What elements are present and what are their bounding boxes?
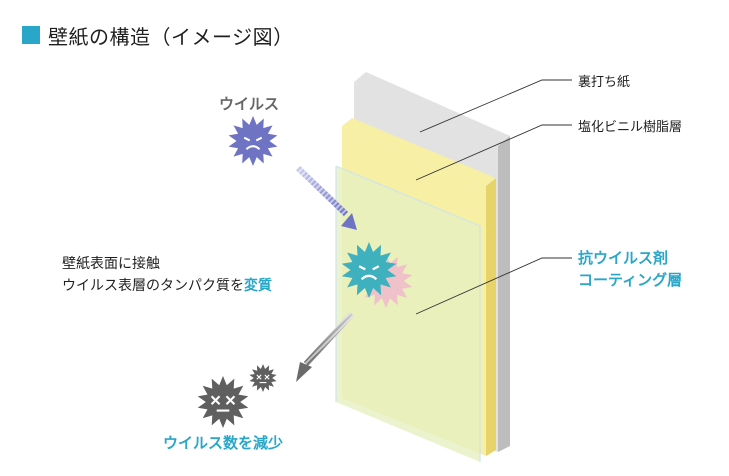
title-text: 壁紙の構造（イメージ図） (48, 24, 294, 49)
label-contact-emphasis: 変質 (244, 278, 272, 294)
virus-teal-icon (341, 242, 397, 298)
leader-backing (419, 79, 572, 133)
label-reduction: ウイルス数を減少 (163, 434, 284, 452)
label-coating-line2: コーティング層 (578, 271, 683, 289)
label-virus: ウイルス (219, 95, 280, 113)
incoming-arrow (295, 165, 357, 230)
label-pvc-layer: 塩化ビニル樹脂層 (578, 120, 683, 135)
outgoing-arrowhead-icon (296, 362, 312, 382)
title-square-icon (22, 26, 40, 44)
leader-lines (415, 79, 572, 315)
label-contact-line2: ウイルス表層のタンパク質を変質 (62, 276, 272, 296)
label-contact-line2-prefix: ウイルス表層のタンパク質を (62, 278, 244, 294)
label-backing-paper: 裏打ち紙 (578, 75, 631, 90)
outgoing-arrow (296, 311, 355, 382)
virus-purple-icon (228, 116, 278, 166)
leader-pvc (415, 124, 572, 181)
virus-gray-small-icon (249, 364, 277, 392)
diagram-title: 壁紙の構造（イメージ図） (22, 18, 294, 52)
virus-gray-large-icon (197, 376, 249, 428)
label-contact-line1: 壁紙表面に接触 (62, 256, 160, 272)
label-coating-line1: 抗ウイルス剤 (578, 249, 669, 267)
leader-coating (415, 257, 572, 315)
incoming-arrowhead-icon (341, 213, 357, 230)
